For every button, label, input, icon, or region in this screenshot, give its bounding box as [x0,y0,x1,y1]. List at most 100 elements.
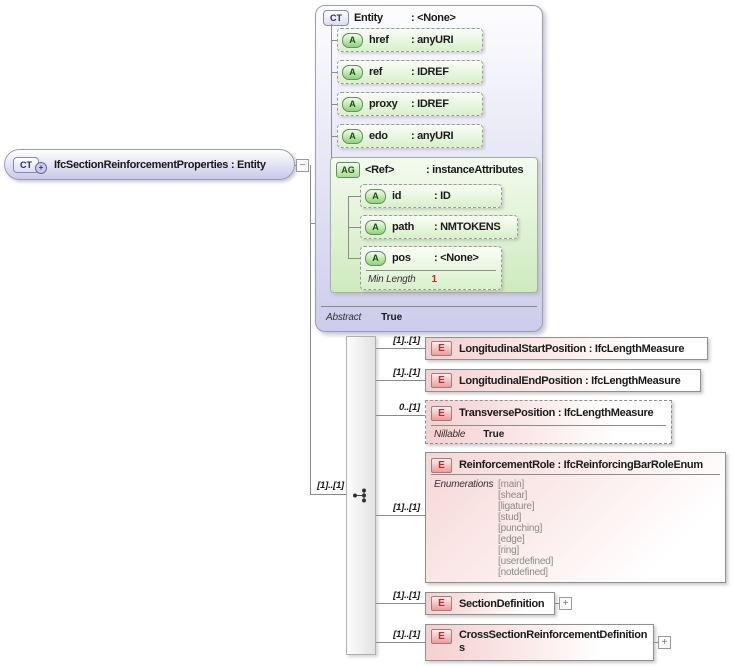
attribute-type: : <None> [434,252,479,264]
element-icon: E [431,405,452,421]
expand-toggle[interactable]: + [559,597,572,610]
root-complextype-node[interactable]: CT+ IfcSectionReinforcementProperties : … [4,149,295,180]
element-icon: E [431,457,452,473]
element-cardinality: [1]..[1] [393,367,420,378]
connector-line [348,196,360,197]
attribute-type: : anyURI [411,130,454,142]
element-name: CrossSectionReinforcementDefinitions [459,629,648,654]
element-icon: E [431,373,452,388]
facet-name: Abstract [326,312,362,323]
sequence-cardinality: [1]..[1] [317,480,344,491]
enum-value: [stud] [498,512,522,523]
connector-line [376,415,425,416]
element-icon: E [431,629,452,644]
connector-line [331,72,337,73]
connector-line [331,104,337,105]
element-name: LongitudinalStartPosition : IfcLengthMea… [459,342,685,355]
enum-value: [notdefined] [498,567,548,578]
enum-value: [ring] [498,545,520,556]
connector-line [376,642,425,643]
attribute-node-proxy[interactable]: A proxy : IDREF [337,92,483,116]
element-name: TransversePosition : IfcLengthMeasure [459,407,654,419]
facet-value: True [483,429,505,440]
attribute-type: : IDREF [411,66,449,78]
complextype-icon: CT [13,156,39,173]
element-name: LongitudinalEndPosition : IfcLengthMeasu… [459,374,681,387]
attribute-name: href [369,34,389,46]
divider [321,306,537,307]
attribute-icon: A [342,96,363,112]
attribute-name: ref [369,66,383,78]
enum-value: [punching] [498,523,543,534]
connector-line [348,227,360,228]
connector-line [310,165,311,495]
attribute-name: edo [369,130,388,142]
connector-line [376,603,425,604]
attribute-name: id [392,190,402,202]
element-name: SectionDefinition [459,597,545,610]
attribute-node-pos[interactable]: A pos : <None> Min Length 1 [360,246,502,290]
attribute-node-path[interactable]: A path : NMTOKENS [360,215,518,239]
enum-value: [main] [498,479,525,490]
connector-line [654,642,658,643]
connector-line [555,603,559,604]
element-icon: E [431,596,452,611]
sequence-compositor[interactable] [346,336,376,655]
facet-value: 1 [431,274,438,285]
attribute-type: : ID [434,190,451,202]
attribute-icon: A [342,64,363,80]
element-cardinality: [1]..[1] [393,502,420,513]
element-node-longitudinal-start-position[interactable]: E LongitudinalStartPosition : IfcLengthM… [425,337,708,360]
enum-value: [shear] [498,490,528,501]
element-node-reinforcement-role[interactable]: E ReinforcementRole : IfcReinforcingBarR… [425,452,726,583]
element-cardinality: [1]..[1] [393,335,420,346]
divider [431,474,720,475]
attribute-icon: A [365,219,386,235]
facet-name: Nillable [434,429,466,440]
connector-line [311,494,346,495]
connector-line [331,24,332,223]
element-node-section-definition[interactable]: E SectionDefinition [425,592,555,615]
attribute-group-icon: AG [336,162,360,178]
attribute-name: proxy [369,98,398,110]
attribute-type: : IDREF [411,98,449,110]
attribute-name: pos [392,252,411,264]
attribute-group-name: <Ref> [365,164,395,176]
sequence-icon [353,488,366,503]
connector-line [331,40,337,41]
attribute-type: : anyURI [411,34,454,46]
attribute-icon: A [365,188,386,204]
connector-line [376,348,425,349]
element-node-transverse-position[interactable]: E TransversePosition : IfcLengthMeasure … [425,400,672,444]
attribute-node-ref[interactable]: A ref : IDREF [337,60,483,84]
element-cardinality: [1]..[1] [393,629,420,640]
facet-value: True [381,312,403,323]
attribute-node-edo[interactable]: A edo : anyURI [337,124,483,148]
attribute-node-href[interactable]: A href : anyURI [337,28,483,52]
attribute-icon: A [342,32,363,48]
expand-toggle[interactable]: + [658,636,671,649]
derived-plus-icon: + [35,161,47,174]
attribute-type: : NMTOKENS [434,221,501,233]
attribute-node-id[interactable]: A id : ID [360,184,502,208]
attribute-name: path [392,221,415,233]
attribute-icon: A [365,250,386,266]
attribute-icon: A [342,128,363,144]
element-node-longitudinal-end-position[interactable]: E LongitudinalEndPosition : IfcLengthMea… [425,369,701,392]
attribute-group-type: : instanceAttributes [426,164,524,176]
connector-line [331,136,337,137]
element-name: ReinforcementRole : IfcReinforcingBarRol… [459,459,703,471]
collapse-toggle[interactable]: − [296,159,309,172]
base-type-name: Entity [354,12,383,24]
base-type-type: : <None> [411,12,456,24]
divider [366,270,496,271]
complextype-icon: CT [323,10,349,26]
enum-value: [ligature] [498,501,535,512]
connector-line [376,515,425,516]
element-cardinality: [1]..[1] [393,590,420,601]
enumerations-label: Enumerations [434,479,494,490]
element-node-cross-section-reinforcement-definitions[interactable]: E CrossSectionReinforcementDefinitions [425,624,654,661]
element-icon: E [431,341,452,356]
connector-line [376,380,425,381]
